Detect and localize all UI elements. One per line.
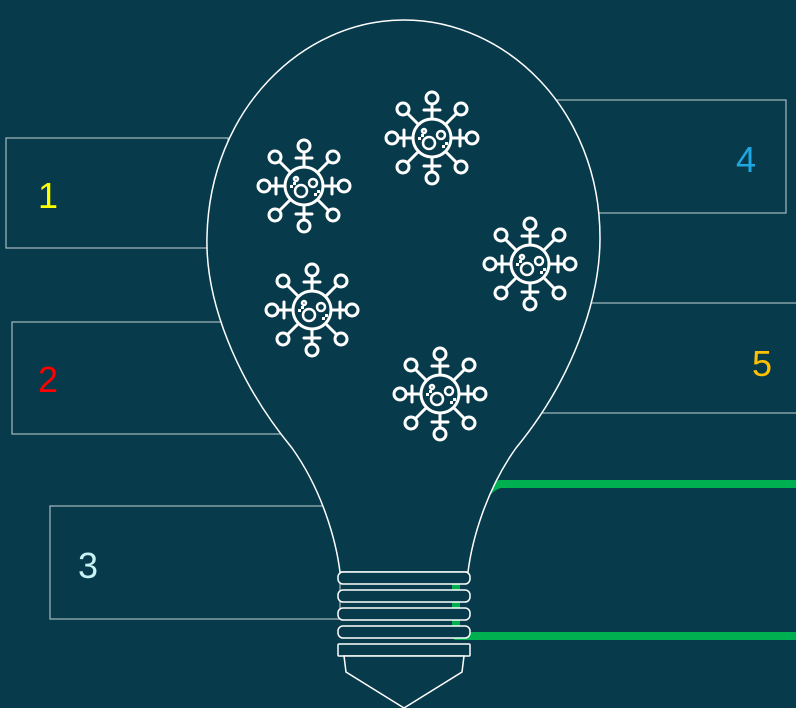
label-5: 5	[752, 343, 772, 384]
virus-icon	[258, 140, 350, 232]
label-4: 4	[736, 139, 756, 180]
virus-icon	[266, 264, 358, 356]
label-3: 3	[78, 545, 98, 586]
label-2: 2	[38, 359, 58, 400]
virus-icon	[386, 92, 478, 184]
virus-icon	[484, 218, 576, 310]
green-accent-bracket	[456, 484, 796, 636]
virus-icon	[394, 348, 486, 440]
lightbulb-base	[338, 572, 470, 708]
label-1: 1	[38, 175, 58, 216]
